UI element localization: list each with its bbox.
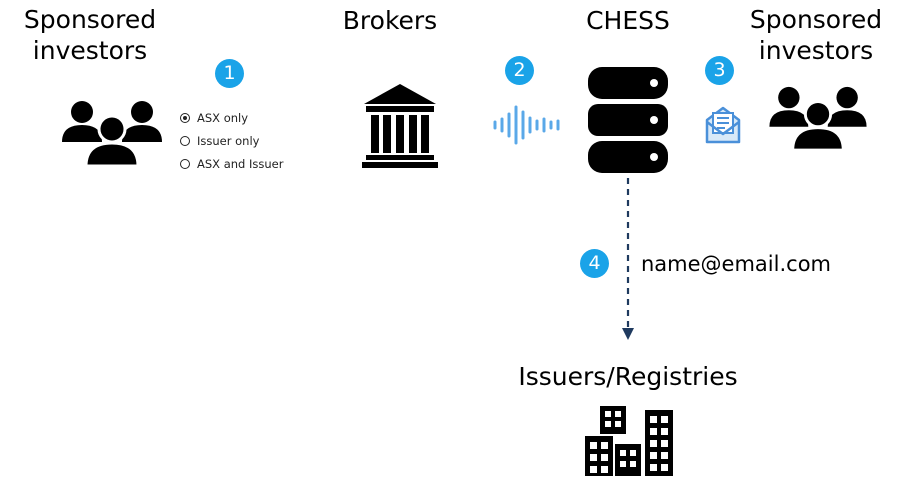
radio-button-checked[interactable] (180, 112, 190, 123)
step-1-badge: 1 (215, 59, 244, 88)
bank-building-icon (362, 84, 438, 168)
step-3-badge: 3 (705, 56, 734, 85)
radio-option-issuer-only[interactable]: Issuer only (180, 129, 283, 152)
step-4-badge: 4 (580, 249, 609, 278)
brokers-label: Brokers (342, 6, 438, 35)
chess-label: CHESS (586, 6, 670, 35)
issuers-registries-label: Issuers/Registries (518, 362, 738, 391)
radio-option-asx-and-issuer[interactable]: ASX and Issuer (180, 152, 283, 175)
database-icon (588, 67, 668, 173)
step-2-badge: 2 (505, 56, 534, 85)
radio-button[interactable] (180, 135, 190, 146)
email-address-label: name@email.com (641, 252, 831, 276)
envelope-icon (705, 106, 741, 144)
city-buildings-icon (585, 406, 673, 476)
sound-wave-icon (493, 105, 560, 145)
radio-option-asx-only[interactable]: ASX only (180, 106, 283, 129)
sponsored-investors-left-label: Sponsored investors (23, 5, 157, 65)
sponsored-investors-right-label: Sponsored investors (749, 5, 883, 65)
radio-group: ASX only Issuer only ASX and Issuer (180, 106, 283, 175)
people-group-icon (62, 101, 162, 168)
dashed-arrow (622, 178, 634, 340)
radio-button[interactable] (180, 158, 190, 169)
people-group-icon (769, 86, 867, 152)
